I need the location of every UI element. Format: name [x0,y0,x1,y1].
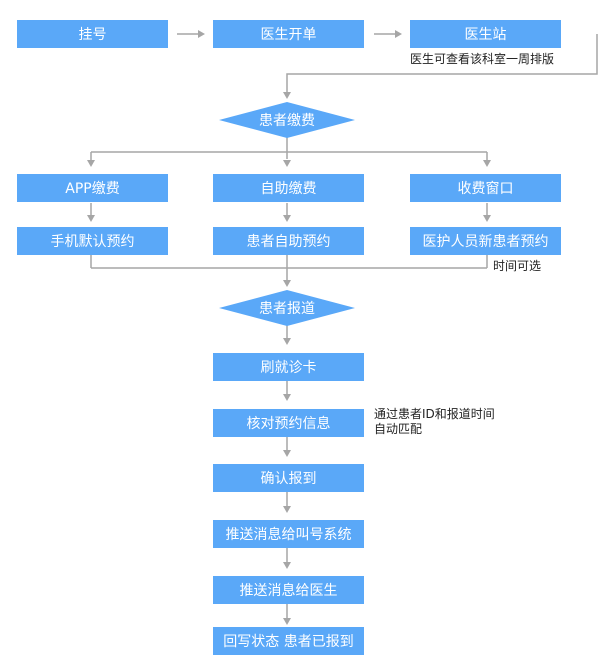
node-write-back-status: 回写状态 患者已报到 [213,627,364,655]
decision-diamond-checkin [219,290,355,326]
node-patient-check-in: 患者报道 [259,301,315,317]
node-push-to-doctor: 推送消息给医生 [213,576,364,604]
node-doctor-order: 医生开单 [213,20,364,48]
node-self-service-payment: 自助缴费 [213,174,364,202]
node-swipe-card: 刷就诊卡 [213,353,364,381]
node-app-payment: APP缴费 [17,174,168,202]
note-auto-match-line1: 通过患者ID和报道时间 [374,407,495,421]
node-cashier-window: 收费窗口 [410,174,561,202]
node-verify-booking: 核对预约信息 [213,409,364,437]
node-push-to-queue-system: 推送消息给叫号系统 [213,520,364,548]
decision-diamond-payment [219,102,355,138]
node-doctor-station: 医生站 [410,20,561,48]
node-phone-default-booking: 手机默认预约 [17,227,168,255]
node-patient-payment: 患者缴费 [259,113,315,129]
note-doctor-station: 医生可查看该科室一周排版 [410,52,555,66]
note-time-selectable: 时间可选 [493,259,542,273]
node-register: 挂号 [17,20,168,48]
node-patient-self-booking: 患者自助预约 [213,227,364,255]
note-auto-match-line2: 自动匹配 [374,422,423,436]
node-confirm-check-in: 确认报到 [213,464,364,492]
node-staff-new-patient-booking: 医护人员新患者预约 [410,227,561,255]
